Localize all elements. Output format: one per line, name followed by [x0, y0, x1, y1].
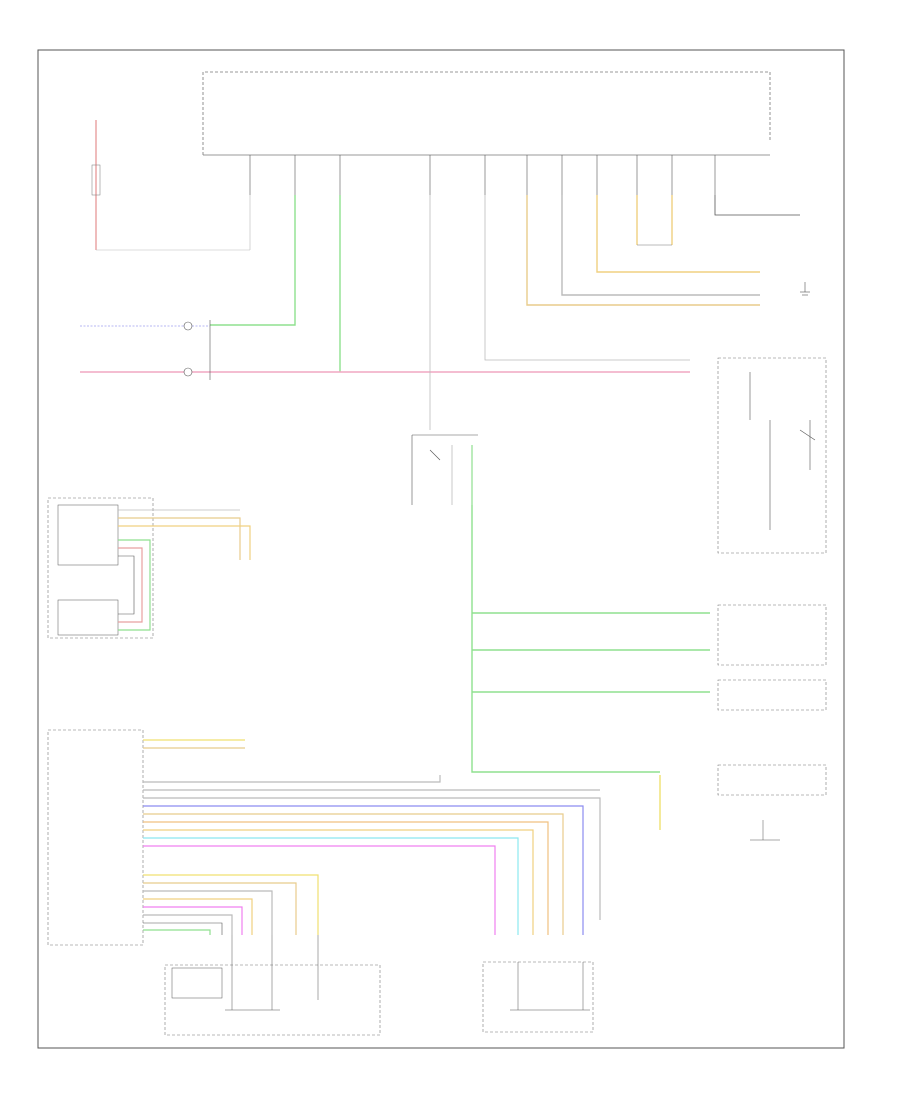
center-green-trunk	[471, 505, 710, 773]
center-relay	[411, 434, 478, 505]
green-wires-top	[210, 195, 341, 372]
bottom-right-module	[750, 820, 780, 841]
throttle-body-module	[164, 935, 381, 1036]
ecm-lower-wires	[143, 874, 319, 935]
gray-center-wires	[429, 195, 690, 430]
switch-icon	[429, 449, 441, 461]
tan-wires-right	[526, 195, 800, 306]
ecm-signal-wires	[143, 739, 601, 935]
right-module-boxes	[717, 604, 827, 796]
fuse-icon	[183, 321, 193, 331]
accelerator-pedal-module	[482, 961, 594, 1033]
top-connector-pins	[249, 155, 716, 195]
left-power-lines	[80, 320, 690, 380]
top-harness-bracket	[202, 71, 771, 156]
switch-icon	[799, 429, 816, 441]
top-left-power-feed	[91, 120, 251, 251]
diagram-frame	[37, 49, 845, 1049]
relay-module-right	[717, 357, 827, 554]
left-tcm-module	[47, 497, 251, 639]
ground-icon	[800, 282, 810, 296]
fuse-icon	[183, 367, 193, 377]
bottom-left-ecm-module	[47, 729, 144, 946]
